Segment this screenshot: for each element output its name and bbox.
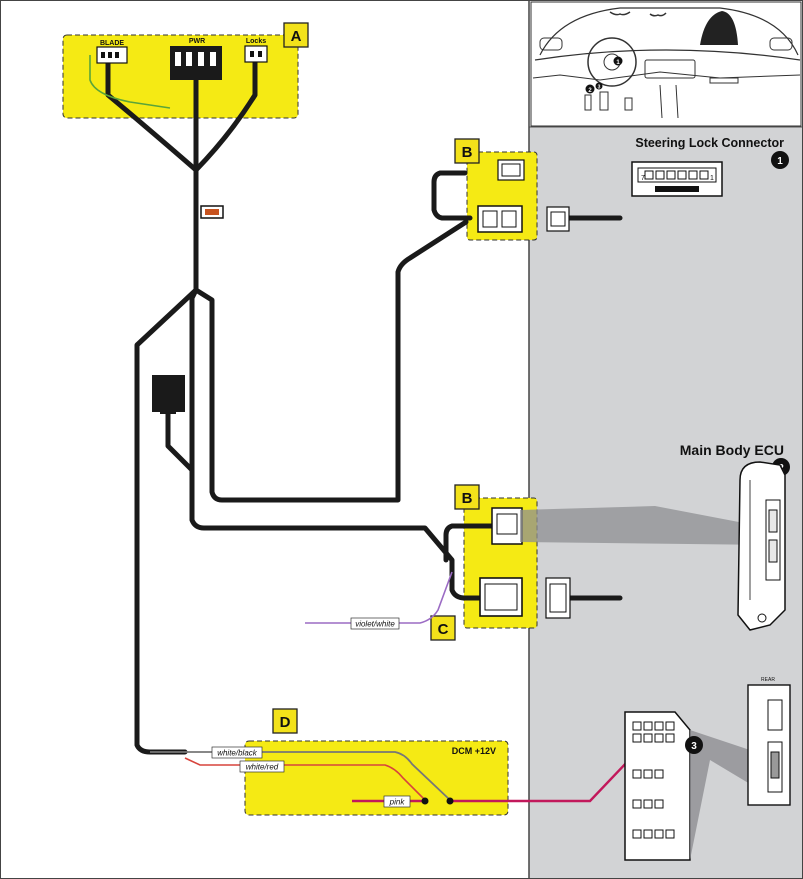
main-ecu-title: Main Body ECU bbox=[680, 442, 784, 458]
fuse-icon bbox=[200, 205, 224, 219]
splice-point-1 bbox=[421, 797, 429, 805]
zone-b2-badge-label: B bbox=[462, 490, 473, 507]
svg-text:1: 1 bbox=[777, 156, 783, 167]
violet-white-wire bbox=[305, 571, 453, 624]
white-black-wire bbox=[150, 751, 451, 801]
harness bbox=[105, 57, 623, 755]
blade-label: BLADE bbox=[100, 40, 124, 47]
dcm-title: DCM +12V bbox=[452, 746, 496, 756]
pwr-connector bbox=[170, 46, 222, 80]
zone-c-badge-label: C bbox=[438, 621, 449, 638]
rear-relay-icon bbox=[747, 684, 791, 806]
ecu-callout-beam bbox=[520, 506, 770, 545]
pin-7-label: 7 bbox=[641, 175, 645, 182]
vehicle-connector-b2 bbox=[545, 577, 571, 619]
marker-3: 3 bbox=[685, 736, 703, 754]
locks-label: Locks bbox=[246, 38, 266, 45]
zone-d-badge-label: D bbox=[280, 714, 291, 731]
fuse-box-icon bbox=[624, 711, 691, 861]
b2-connector-bottom bbox=[479, 577, 523, 617]
svg-text:2: 2 bbox=[588, 88, 592, 94]
zone-b1-badge-label: B bbox=[462, 144, 473, 161]
ecu-icon bbox=[737, 461, 786, 631]
svg-text:3: 3 bbox=[598, 85, 601, 91]
white-red-label: white/red bbox=[246, 763, 279, 772]
vehicle-connector-b1 bbox=[546, 206, 570, 232]
marker-1-small: 1 bbox=[613, 56, 623, 66]
b1-connector-bottom bbox=[477, 205, 523, 233]
pink-tag bbox=[383, 795, 411, 808]
zone-c-badge bbox=[430, 615, 456, 641]
zone-a-badge-label: A bbox=[291, 28, 302, 45]
pwr-label: PWR bbox=[189, 38, 205, 45]
zone-b2-badge bbox=[454, 484, 480, 510]
blade-connector bbox=[96, 46, 128, 64]
white-red-tag bbox=[239, 760, 285, 773]
violet-white-tag bbox=[350, 617, 400, 630]
zone-d-badge bbox=[272, 708, 298, 734]
splice-point-2 bbox=[446, 797, 454, 805]
white-black-label: white/black bbox=[217, 749, 258, 758]
rear-label: REAR bbox=[761, 677, 775, 683]
locks-connector bbox=[244, 45, 268, 63]
relay-module bbox=[152, 375, 185, 412]
blade-green-wire bbox=[89, 55, 171, 109]
dashboard-icon bbox=[530, 1, 802, 127]
white-red-wire bbox=[184, 757, 426, 801]
steering-lock-title: Steering Lock Connector bbox=[635, 136, 784, 150]
zone-a-badge bbox=[283, 22, 309, 48]
marker-3-small: 3 bbox=[595, 82, 603, 91]
steering-lock-connector-icon bbox=[631, 161, 723, 197]
pin-1-label: 1 bbox=[710, 175, 714, 182]
marker-2-small: 2 bbox=[585, 84, 595, 94]
svg-text:3: 3 bbox=[691, 741, 697, 752]
relay-tab bbox=[160, 406, 176, 414]
zone-b1-badge bbox=[454, 138, 480, 164]
svg-text:1: 1 bbox=[616, 60, 620, 66]
zone-d bbox=[244, 740, 509, 816]
b1-connector-top bbox=[497, 159, 525, 181]
b2-connector-top bbox=[491, 507, 523, 545]
pink-label: pink bbox=[389, 798, 406, 807]
white-black-tag bbox=[211, 746, 263, 759]
marker-1: 1 bbox=[771, 151, 789, 169]
violet-white-label: violet/white bbox=[355, 620, 395, 629]
